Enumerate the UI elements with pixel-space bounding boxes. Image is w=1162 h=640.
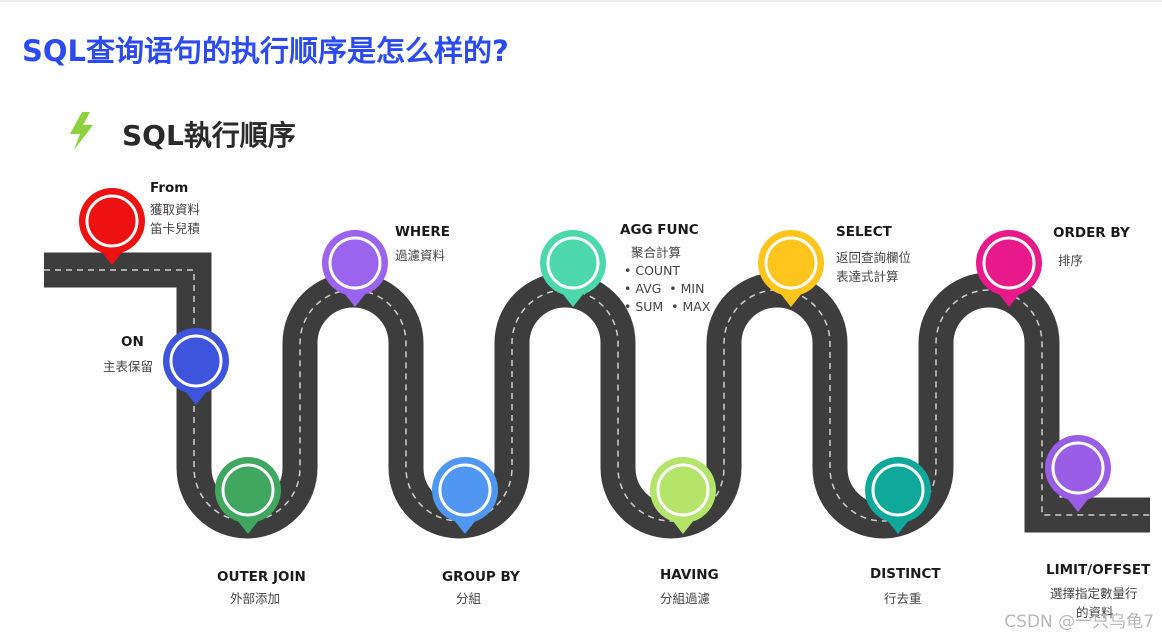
stage-order-by-label: ORDER BY	[1053, 225, 1130, 241]
stage-on-desc-1: 主表保留	[103, 359, 153, 374]
stage-from-label: From	[150, 180, 188, 196]
stage-agg-func-marker	[540, 230, 606, 296]
stage-from	[79, 188, 145, 265]
stage-agg-func-desc-4: • SUM • MAX	[624, 299, 711, 314]
stage-order-by-pin	[998, 293, 1020, 307]
stage-where-pin	[344, 293, 366, 307]
road	[44, 252, 1150, 539]
stage-agg-func	[540, 230, 606, 307]
stage-group-by-desc-1: 分組	[456, 591, 481, 606]
stage-distinct-label: DISTINCT	[870, 566, 941, 582]
stage-order-by-marker	[976, 230, 1042, 296]
stage-order-by	[976, 230, 1042, 307]
stage-distinct-pin	[887, 520, 909, 534]
stage-limit-offset-marker	[1045, 435, 1111, 501]
stage-outer-join	[215, 457, 281, 534]
stage-select-pin	[780, 293, 802, 307]
stage-having-marker	[650, 457, 716, 523]
stage-from-pin	[101, 251, 123, 265]
stage-distinct-desc-1: 行去重	[884, 591, 922, 606]
stage-agg-func-pin	[562, 293, 584, 307]
stage-from-desc-1: 獲取資料	[150, 202, 201, 217]
stage-where-label: WHERE	[395, 224, 450, 240]
stage-from-marker	[79, 188, 145, 254]
stage-on-label: ON	[121, 334, 144, 350]
stage-having-label: HAVING	[660, 567, 719, 583]
stage-agg-func-desc-1: 聚合計算	[631, 245, 681, 260]
stage-having	[650, 457, 716, 534]
stage-select-desc-1: 返回查詢欄位	[836, 250, 911, 265]
watermark: CSDN @一只乌龟7	[1004, 612, 1154, 632]
stage-limit-offset-pin	[1067, 498, 1089, 512]
stage-where-desc-1: 過濾資料	[395, 248, 446, 263]
stage-outer-join-desc-1: 外部添加	[230, 591, 280, 606]
diagram-title: SQL執行順序	[122, 119, 296, 152]
stage-having-pin	[672, 520, 694, 534]
stage-group-by-label: GROUP BY	[442, 569, 520, 585]
stage-limit-offset-desc-2: 的資料	[1076, 605, 1114, 620]
stage-limit-offset-label: LIMIT/OFFSET	[1046, 562, 1151, 578]
stage-limit-offset-desc-1: 選擇指定數量行	[1050, 586, 1138, 601]
stage-select-label: SELECT	[836, 224, 893, 240]
stage-outer-join-pin	[237, 520, 259, 534]
stage-on-marker	[163, 328, 229, 394]
stage-from-desc-2: 笛卡兒積	[150, 221, 201, 236]
stage-agg-func-desc-2: • COUNT	[624, 263, 680, 278]
stage-select	[758, 230, 824, 307]
stage-distinct-marker	[865, 457, 931, 523]
stage-outer-join-marker	[215, 457, 281, 523]
stage-select-marker	[758, 230, 824, 296]
stage-where-marker	[322, 230, 388, 296]
stage-agg-func-label: AGG FUNC	[620, 222, 699, 238]
stage-group-by-marker	[432, 457, 498, 523]
stage-group-by	[432, 457, 498, 534]
lightning-icon	[70, 112, 93, 150]
stage-on	[163, 328, 229, 405]
stage-where	[322, 230, 388, 307]
stage-on-pin	[185, 391, 207, 405]
stage-distinct	[865, 457, 931, 534]
stage-outer-join-label: OUTER JOIN	[217, 569, 306, 585]
stage-order-by-desc-1: 排序	[1058, 253, 1083, 268]
top-border	[0, 0, 1162, 2]
stage-limit-offset	[1045, 435, 1111, 512]
stage-group-by-pin	[454, 520, 476, 534]
stage-agg-func-desc-3: • AVG • MIN	[624, 281, 704, 296]
stage-having-desc-1: 分組過濾	[660, 591, 711, 606]
page-title: SQL查询语句的执行顺序是怎么样的?	[22, 34, 509, 68]
stage-select-desc-2: 表達式計算	[836, 269, 899, 284]
